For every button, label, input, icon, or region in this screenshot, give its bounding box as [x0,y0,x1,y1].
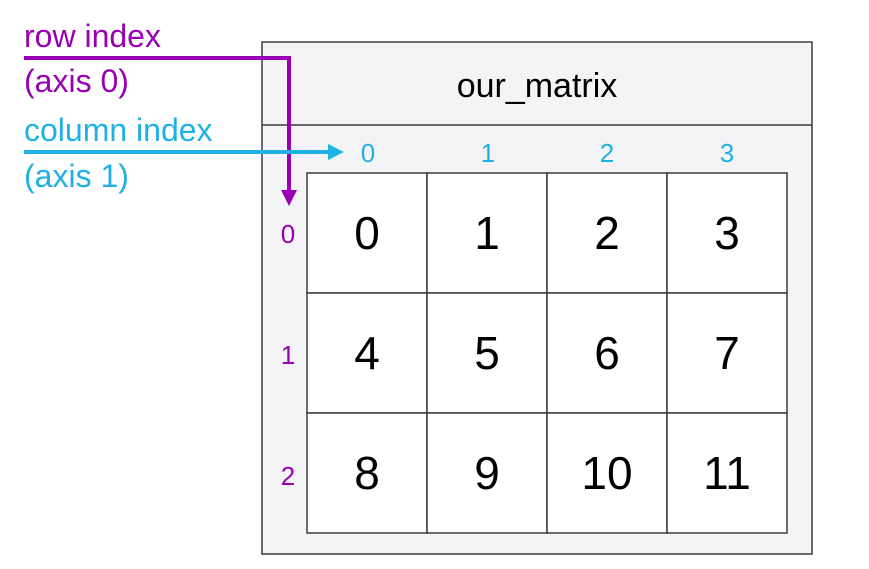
row-index-1: 1 [281,340,295,370]
matrix-cell [666,292,788,414]
matrix-cell-value: 6 [594,327,620,379]
matrix-cell [306,292,428,414]
column-index-label-line2: (axis 1) [24,158,129,194]
row-index-labels: 0 1 2 [281,219,295,491]
matrix-cell [666,172,788,294]
matrix-cell [546,292,668,414]
matrix-cell-value: 10 [581,447,632,499]
matrix-cell-value: 0 [354,207,380,259]
row-index-arrow [24,56,291,192]
matrix-cell-value: 2 [594,207,620,259]
matrix-cell [546,412,668,534]
matrix-cell-value: 3 [714,207,740,259]
column-index-1: 1 [481,138,495,168]
column-index-annotation: column index (axis 1) [24,112,344,194]
row-index-label-line1: row index [24,18,161,54]
matrix-cell-value: 5 [474,327,500,379]
matrix-cell [426,412,548,534]
matrix-title: our_matrix [457,67,618,105]
matrix-cell [306,172,428,294]
row-index-arrowhead [281,190,297,206]
matrix-cell-value: 4 [354,327,380,379]
row-index-2: 2 [281,461,295,491]
row-index-0: 0 [281,219,295,249]
row-index-label-line2: (axis 0) [24,63,129,99]
matrix-cell [306,412,428,534]
matrix-cell-value: 11 [703,447,751,499]
column-index-labels: 0 1 2 3 [361,138,734,168]
matrix-cell-value: 8 [354,447,380,499]
matrix-cell [666,412,788,534]
column-index-arrowhead [328,144,344,160]
matrix-cell-value: 7 [714,327,740,379]
row-index-annotation: row index (axis 0) [24,18,297,206]
matrix-cell-value: 9 [474,447,500,499]
matrix-grid: 0 1 2 3 4 5 6 7 8 9 10 11 [306,172,788,534]
matrix-cell-value: 1 [474,207,500,259]
column-index-3: 3 [720,138,734,168]
column-index-label-line1: column index [24,112,213,148]
column-index-0: 0 [361,138,375,168]
column-index-2: 2 [600,138,614,168]
